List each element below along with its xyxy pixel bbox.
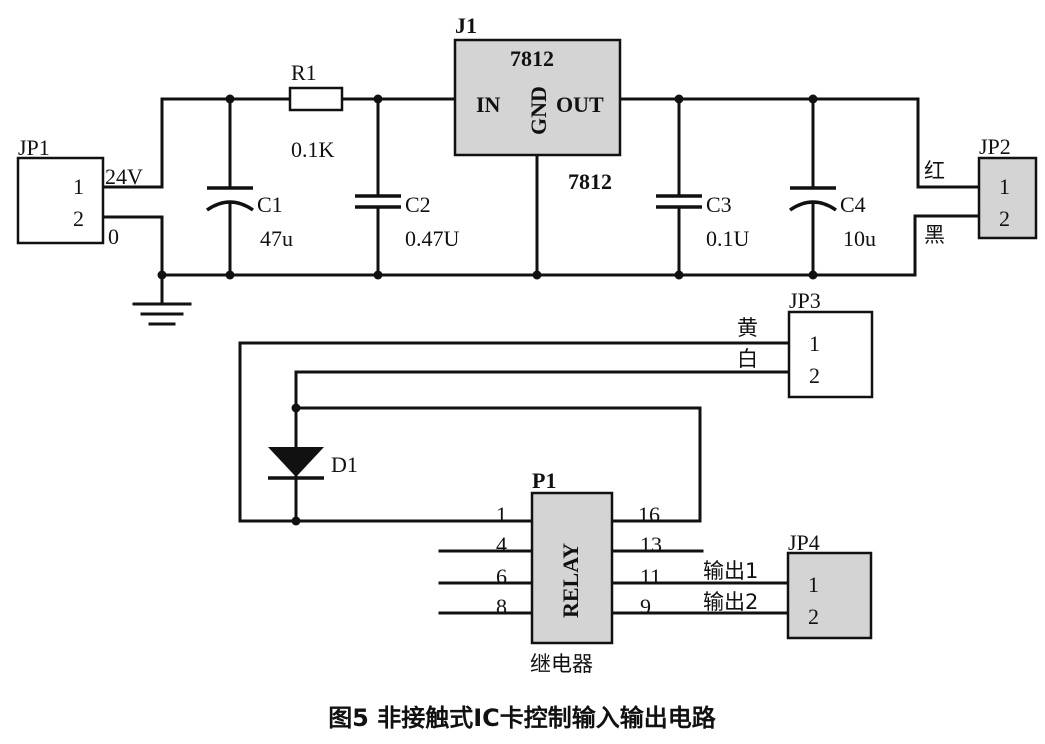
d1-triangle (268, 447, 324, 477)
jp4-pin2: 2 (808, 604, 819, 629)
jp4-output-1: 输出1 (703, 559, 758, 583)
junction-dot (808, 270, 818, 280)
junction-dot (532, 270, 542, 280)
junction-dot (225, 270, 235, 280)
c1-plate-bottom (206, 200, 254, 212)
resistor-r1: R1 0.1K (288, 60, 344, 162)
r1-ref: R1 (291, 60, 317, 85)
j1-body (453, 38, 622, 157)
power-wires (101, 97, 981, 326)
capacitor-c2: C2 0.47U (355, 192, 460, 251)
j1-pin-gnd: GND (526, 86, 551, 135)
j1-part-below: 7812 (568, 169, 612, 194)
d1-ref: D1 (331, 452, 358, 477)
jp1-label-0: 0 (108, 224, 119, 249)
wire-to-pin16 (294, 406, 702, 523)
j1-ref: J1 (455, 13, 477, 38)
connector-jp3: JP3 1 2 黄 白 (737, 288, 874, 399)
jp1-label-24v: 24V (105, 164, 143, 189)
p1-pin-8: 8 (496, 594, 507, 619)
c2-ref: C2 (405, 192, 431, 217)
jp1-pin2: 2 (73, 206, 84, 231)
junction-dot (373, 270, 383, 280)
wire-jp3-pin1 (238, 341, 791, 523)
regulator-j1: J1 7812 IN GND OUT 7812 (453, 13, 622, 194)
p1-name: 继电器 (530, 652, 593, 676)
jp3-pin1: 1 (809, 331, 820, 356)
wire-jp1-pin2 (101, 215, 164, 277)
connector-jp2: JP2 1 2 红 黑 (924, 134, 1038, 247)
junction-dot (808, 94, 818, 104)
c2-value: 0.47U (405, 226, 460, 251)
j1-pin-out: OUT (556, 92, 604, 117)
r1-body (288, 86, 344, 112)
capacitor-c3: C3 0.1U (656, 192, 750, 251)
p1-pin-1: 1 (496, 502, 507, 527)
wire-jp2-pin2 (913, 214, 981, 277)
jp2-pin1: 1 (999, 174, 1010, 199)
wire-out-rail (618, 97, 981, 189)
jp2-pin2: 2 (999, 206, 1010, 231)
jp2-wire-red: 红 (924, 159, 945, 183)
c3-value: 0.1U (706, 226, 750, 251)
c4-value: 10u (843, 226, 876, 251)
p1-ref: P1 (532, 468, 556, 493)
jp3-ref: JP3 (789, 288, 821, 313)
p1-pin-6: 6 (496, 564, 507, 589)
jp4-body (786, 551, 873, 640)
jp4-output-2: 输出2 (703, 590, 758, 614)
jp3-body (787, 310, 874, 399)
jp1-body (16, 156, 105, 245)
c1-ref: C1 (257, 192, 283, 217)
c4-plate-bottom (789, 200, 837, 212)
jp2-wire-black: 黑 (924, 223, 945, 247)
p1-pin-9: 9 (640, 594, 651, 619)
jp3-wire-white: 白 (737, 347, 758, 371)
p1-pin-4: 4 (496, 532, 507, 557)
junctions (157, 94, 818, 526)
connector-jp4: JP4 1 2 输出1 输出2 (703, 530, 873, 640)
p1-pin-16: 16 (638, 502, 660, 527)
relay-p1: P1 RELAY 1 4 6 8 16 13 11 9 继电器 (496, 468, 662, 676)
figure-caption: 图5 非接触式IC卡控制输入输出电路 (328, 704, 717, 732)
jp4-pin1: 1 (808, 572, 819, 597)
c1-value: 47u (260, 226, 293, 251)
wire-jp3-pin2 (294, 370, 791, 449)
junction-dot (674, 94, 684, 104)
j1-pin-in: IN (476, 92, 501, 117)
jp2-ref: JP2 (979, 134, 1011, 159)
connector-jp1: JP1 1 2 24V 0 (16, 135, 143, 249)
jp3-pin2: 2 (809, 363, 820, 388)
c3-ref: C3 (706, 192, 732, 217)
p1-body-label: RELAY (558, 543, 583, 618)
jp4-ref: JP4 (788, 530, 820, 555)
capacitor-c1: C1 47u (206, 186, 293, 251)
jp1-ref: JP1 (18, 135, 50, 160)
jp1-pin1: 1 (73, 174, 84, 199)
relay-wires (238, 341, 791, 615)
jp2-body (977, 156, 1038, 240)
junction-dot (373, 94, 383, 104)
jp3-wire-yellow: 黄 (737, 316, 758, 340)
junction-dot (157, 270, 167, 280)
p1-pin-11: 11 (640, 564, 661, 589)
c4-ref: C4 (840, 192, 866, 217)
diode-d1: D1 (268, 447, 358, 480)
p1-pin-13: 13 (640, 532, 662, 557)
j1-part: 7812 (510, 46, 554, 71)
p1-body (530, 491, 614, 645)
r1-value: 0.1K (291, 137, 335, 162)
junction-dot (674, 270, 684, 280)
junction-dot (225, 94, 235, 104)
capacitor-c4: C4 10u (789, 186, 876, 251)
